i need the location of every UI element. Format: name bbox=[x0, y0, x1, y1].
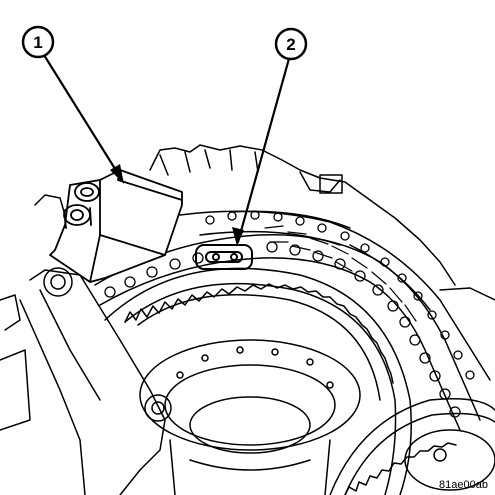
leader-lines bbox=[42, 53, 292, 244]
chain-rollers bbox=[104, 210, 475, 418]
marked-chain-link bbox=[195, 244, 253, 270]
arrowheads bbox=[110, 164, 244, 246]
timing-chain bbox=[94, 210, 491, 431]
callout-1-number: 1 bbox=[33, 33, 42, 52]
figure-id: 81ae00ab bbox=[439, 479, 488, 491]
arrowhead-2 bbox=[232, 227, 244, 246]
tensioner-arm bbox=[0, 267, 172, 495]
chain-plates bbox=[264, 225, 417, 322]
second-sprocket bbox=[329, 398, 495, 495]
engine-block-outline bbox=[0, 144, 495, 331]
callout-2: 2 bbox=[274, 27, 308, 61]
callout-2-number: 2 bbox=[286, 35, 295, 54]
arrowhead-1 bbox=[110, 164, 124, 184]
guide-tool bbox=[49, 169, 183, 283]
cam-sprocket bbox=[104, 267, 412, 495]
callout-1: 1 bbox=[21, 25, 55, 59]
